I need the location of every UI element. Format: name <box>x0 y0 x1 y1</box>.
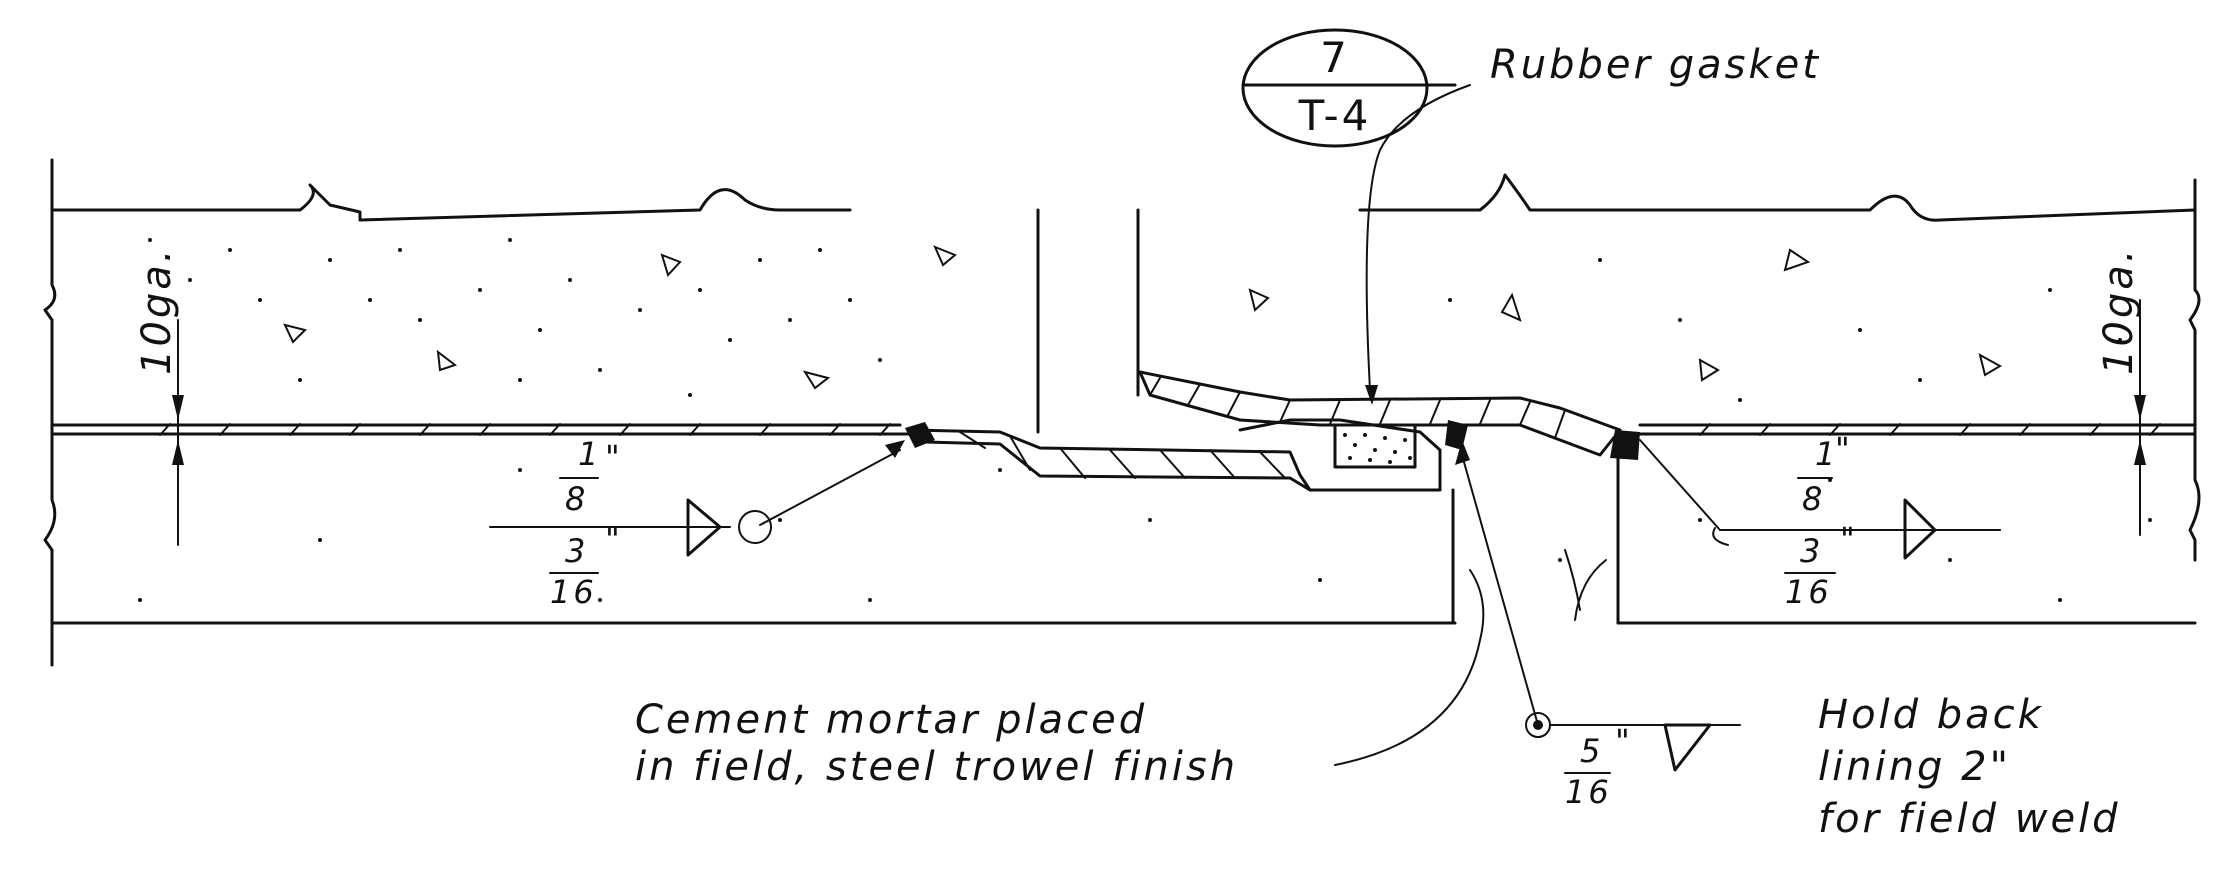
holdback-label-line1: Hold back <box>1818 692 2044 738</box>
field-weld-symbol <box>1525 712 1741 772</box>
field-weld-size: 5 16 " <box>1564 722 1633 811</box>
svg-text:": " <box>605 520 623 558</box>
section-number: 7 <box>1320 33 1350 82</box>
section-sheet: T-4 <box>1298 91 1372 140</box>
svg-text:3: 3 <box>1800 532 1823 570</box>
bell-hatching <box>1149 377 1566 439</box>
svg-text:": " <box>605 438 623 476</box>
bell-and-spigot-joint <box>905 208 1640 625</box>
svg-text:8: 8 <box>1802 480 1825 518</box>
svg-text:16: 16 <box>1565 773 1612 811</box>
left-aggregate-marks <box>283 245 957 390</box>
left-pipe-section <box>43 158 1457 667</box>
mortar-label-line1: Cement mortar placed <box>635 697 1147 743</box>
left-weld-size-top: 1 8 " <box>559 435 623 518</box>
left-gauge-label: 10ga. <box>134 246 180 375</box>
mortar-label-line2: in field, steel trowel finish <box>635 744 1238 790</box>
right-weld-size-top: 1 8 " <box>1797 430 1853 518</box>
gasket-stipple <box>1343 433 1412 464</box>
svg-text:16: 16 <box>550 573 597 611</box>
spigot-hatching <box>959 431 1286 479</box>
svg-text:16: 16 <box>1785 573 1832 611</box>
left-gauge-dimension <box>172 319 184 546</box>
svg-text:3: 3 <box>565 532 588 570</box>
right-weld-symbol <box>1719 498 2001 560</box>
left-stipple <box>138 238 1322 602</box>
svg-text:5: 5 <box>1580 732 1603 770</box>
right-gauge-label: 10ga. <box>2096 246 2142 375</box>
rubber-gasket <box>1333 423 1417 469</box>
left-weld-symbol <box>489 498 772 557</box>
right-pipe-section <box>1248 173 2201 625</box>
right-weld-size-bottom: 3 16 " <box>1784 520 1858 611</box>
section-tag: 7 T-4 <box>1241 28 1457 148</box>
right-plate-hatching <box>1699 423 2161 436</box>
svg-text:1: 1 <box>578 435 601 473</box>
svg-text:": " <box>1835 430 1853 468</box>
right-gauge-dimension <box>2134 299 2146 536</box>
svg-text:1: 1 <box>1815 435 1838 473</box>
svg-text:8: 8 <box>565 480 588 518</box>
right-stipple <box>1448 258 2152 602</box>
rubber-gasket-label: Rubber gasket <box>1490 42 1821 88</box>
right-aggregate-marks <box>1248 248 2003 382</box>
left-weld-size-bottom: 3 16 " <box>549 520 623 611</box>
left-plate-hatching <box>159 423 891 436</box>
svg-text:": " <box>1840 520 1858 558</box>
svg-text:": " <box>1615 722 1633 760</box>
holdback-label-line3: for field weld <box>1818 796 2121 842</box>
holdback-label-line2: lining 2" <box>1818 744 2011 790</box>
